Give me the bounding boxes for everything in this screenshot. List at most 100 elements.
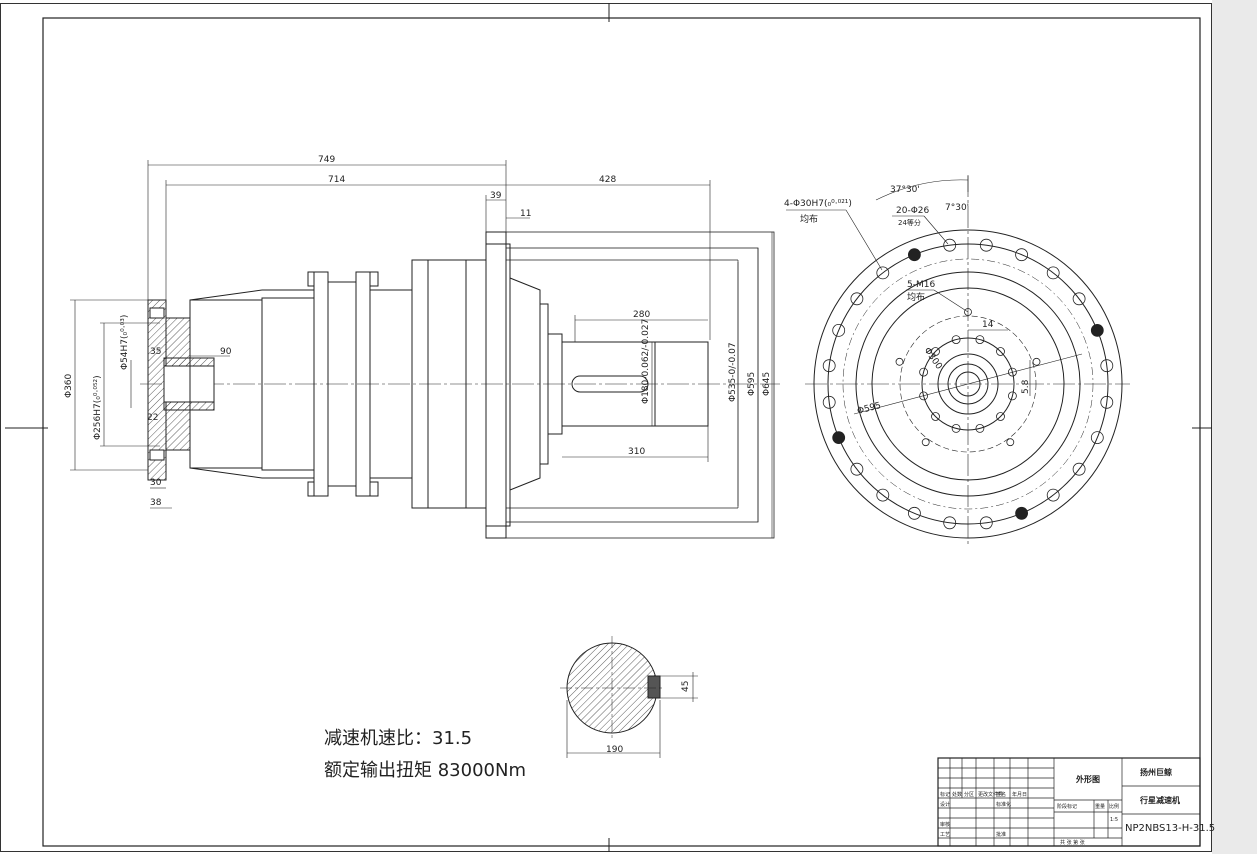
tapped-hole [921,438,930,447]
bolt-hole [876,266,890,280]
dim-645: Φ645 [762,372,772,396]
side-view-texts: 37°30' 4-Φ30H7(₀⁰·⁰²¹) 均布 20-Φ26 24等分 7°… [784,185,1031,417]
angle-37-30: 37°30' [890,185,920,195]
bolt-hole [979,516,993,530]
side-view [805,175,1130,545]
inner-bolt-hole [919,367,928,377]
bolt-holes-inner [895,308,1041,447]
inner-bolt-hole [931,412,940,421]
bolt-hole [850,292,864,306]
bolt-hole [1015,248,1028,262]
tb-check: 审核 [940,821,950,828]
note-torque: 额定输出扭矩 83000Nm [324,760,526,781]
bolt-hole [1046,488,1060,502]
bolt-hole [876,488,890,502]
dim-180: Φ180-0.062/-0.027 [641,319,651,404]
inner-frame [42,17,1201,847]
tapped-note: 均布 [907,291,925,303]
bolt-hole [908,506,921,520]
tb-product: 行星减速机 [1139,795,1180,805]
tb-process: 工艺 [940,832,950,838]
dim-280: 280 [633,310,650,320]
dim-30: 30 [150,478,162,488]
dim-714: 714 [328,175,345,185]
bolt-hole [1100,395,1114,409]
tb-scale: 1:5 [1110,817,1118,823]
tb-company: 扬州巨鲸 [1140,767,1172,777]
bolt-hole [943,238,957,252]
tb-row-date: 年月日 [1012,791,1027,798]
bolt-hole [1046,266,1060,280]
tb-drawing-type: 外形图 [1076,774,1100,784]
tb-row-mark: 标记 [940,791,950,798]
dim-39: 39 [490,191,502,201]
tb-row-count: 处数 [952,791,962,798]
dim-side-595: Φ595 [856,401,882,417]
tb-approve: 批准 [996,831,1006,838]
title-block [937,757,1201,847]
inner-bolt-hole [1008,391,1017,401]
dim-11: 11 [520,209,531,219]
bolt-holes-outer [822,238,1114,530]
bolt-hole [822,395,836,409]
tb-weight: 重量 [1095,803,1105,810]
bolt-hole [850,462,864,476]
title-block-texts: 外形图 扬州巨鲸 行星减速机 NP2NBS13-H-31.5 1:5 标记 处数… [940,767,1215,846]
bolt-hole [1015,506,1028,520]
dim-38: 38 [150,498,162,508]
bolt-hole [1072,292,1086,306]
holes-4-30-note: 均布 [800,213,818,225]
inner-bolt-hole [951,423,961,433]
tb-stage: 阶段标记 [1057,803,1077,810]
bolt-hole [979,238,993,252]
inner-bolt-hole [919,391,928,401]
dim-360: Φ360 [64,373,74,398]
tb-design: 设计 [940,801,950,808]
bolt-hole [832,323,846,337]
dim-35: 35 [150,347,161,357]
tapped-hole [1006,438,1015,447]
dim-595: Φ595 [747,372,757,396]
sidebar-panel [1212,0,1257,854]
note-ratio: 减速机速比：31.5 [324,728,472,749]
dim-190: 190 [606,745,623,755]
dim-22: 22 [147,413,158,423]
inner-bolt-hole [1008,367,1017,377]
inner-bolt-hole [951,335,961,345]
tapped-hole [1032,357,1041,366]
tb-model: NP2NBS13-H-31.5 [1125,823,1215,834]
tb-row-changefile: 更改文件号 [978,791,1003,798]
front-view [140,231,780,539]
tapped-5-m16: 5-M16 [907,280,935,290]
inner-bolt-hole [996,412,1005,421]
holes-20-26: 20-Φ26 [896,206,930,216]
tapped-hole [964,308,972,316]
bolt-hole [1072,462,1086,476]
dim-749: 749 [318,155,335,165]
shaft-section [560,636,698,758]
dim-310: 310 [628,447,645,457]
front-dimensions [70,160,773,538]
tb-row-sign: 签名 [996,791,1006,798]
inner-bolt-hole [931,347,940,356]
bolt-hole [1100,359,1114,373]
dim-90: 90 [220,347,232,357]
tb-ratio-label: 比例 [1109,803,1119,810]
front-dimension-texts: 749 714 428 39 11 280 310 90 35 22 30 38… [64,155,772,508]
bolt-hole [943,516,957,530]
tapped-hole [895,357,904,366]
dim-5-8: 5.8 [1021,379,1031,394]
bolt-hole [1090,323,1104,337]
dim-535: Φ535-0/-0.07 [728,342,738,402]
bolt-hole [822,359,836,373]
angle-7-30: 7°30' [945,203,969,213]
dim-256: Φ256H7(₀⁰·⁰⁵²) [93,375,103,440]
side-view-leaders [786,176,1083,415]
dim-54: Φ54H7(₀⁰·⁰³) [120,315,130,370]
bolt-hole [908,248,921,262]
dim-45: 45 [681,681,691,692]
tb-row-zone: 分区 [964,791,974,798]
tb-sheets: 共 张 第 张 [1060,839,1085,846]
inner-bolt-hole [996,347,1005,356]
